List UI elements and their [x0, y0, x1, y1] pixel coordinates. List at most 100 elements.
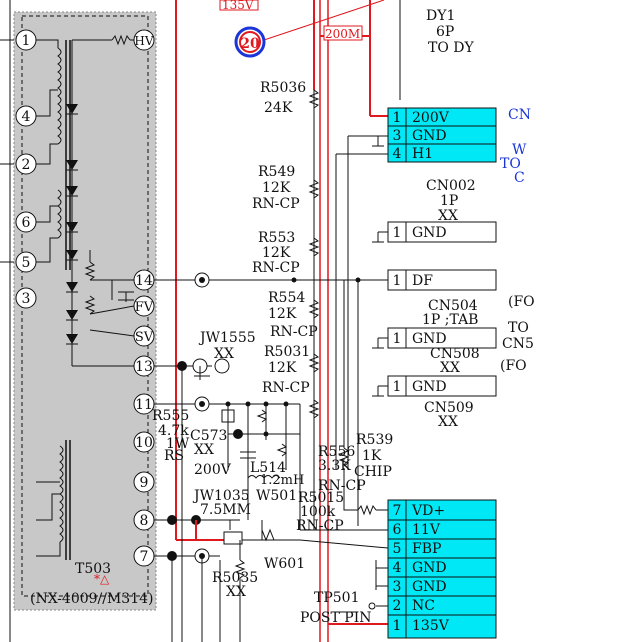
conn-pin-num: 4: [393, 560, 402, 576]
connector-bottom: 7 VD+ 6 11V 5 FBP 4 GND 3 GND 2 NC 1 135…: [387, 499, 497, 639]
r555-rating: 1W: [166, 436, 190, 452]
conn-pin-num: 1: [393, 379, 402, 395]
conn-pin-sig: FBP: [412, 541, 441, 557]
r553-ref: R553: [258, 230, 295, 246]
cn-side-label: W: [512, 142, 527, 158]
conn-pin-sig: GND: [412, 331, 447, 347]
r553-value: 12K: [262, 245, 291, 261]
hv-label: HV: [134, 34, 153, 48]
cn-side-label: TO: [500, 156, 521, 172]
pin-label: 7: [140, 549, 149, 565]
cn-side-label: TO: [508, 320, 529, 336]
r5015-note: RN-CP: [296, 518, 344, 534]
conn-pin-sig: GND: [412, 560, 447, 576]
conn-pin-num: 1: [393, 110, 402, 126]
connector-top: 1 200V 3 GND 4 H1 CN W TO C: [387, 107, 531, 186]
r554-value: 12K: [268, 306, 297, 322]
post-pin-label: POST PIN: [300, 610, 371, 626]
label-200m: 200M: [325, 27, 360, 41]
r554-ref: R554: [268, 290, 305, 306]
r556-value: 3.3K: [318, 458, 351, 474]
r549-ref: R549: [258, 164, 295, 180]
r5015-value: 100k: [300, 504, 336, 520]
pin-label: 14: [135, 273, 153, 289]
conn-pin-sig: DF: [412, 273, 433, 289]
resistor-r549: [308, 179, 320, 199]
conn-pin-sig: NC: [412, 598, 435, 614]
pin-label: 8: [140, 513, 149, 529]
jw1035-ref: JW1035: [192, 488, 250, 504]
cn002-pins: 1P: [440, 193, 458, 209]
transformer-pins-left: 1 4 2 6 5 3: [15, 29, 37, 309]
dy-pins: 6P: [436, 24, 454, 40]
r5035-value: XX: [226, 584, 246, 600]
r5031-ref: R5031: [264, 344, 310, 360]
r5031-note: RN-CP: [262, 380, 310, 396]
resistor-r554: [308, 299, 320, 319]
resistor-r5036: [308, 89, 320, 109]
cn002-value: XX: [438, 208, 458, 224]
conn-pin-num: 6: [393, 522, 402, 538]
r5036-value: 24K: [264, 100, 293, 116]
conn-pin-num: 5: [393, 541, 402, 557]
pin-label: 6: [22, 215, 31, 231]
r549-value: 12K: [262, 180, 291, 196]
pin-label: 2: [22, 157, 31, 173]
label-135v-top: 135V: [222, 0, 254, 12]
fv-label: FV: [135, 300, 154, 315]
resistor-r553: [308, 237, 320, 257]
pin-label: 3: [22, 291, 31, 307]
conn-pin-num: 1: [393, 273, 402, 289]
conn-pin-num: 4: [393, 146, 402, 162]
r554-note: RN-CP: [270, 324, 318, 340]
transformer-mark: *△: [94, 572, 110, 586]
pin-label: 5: [22, 255, 31, 271]
c573-ref: C573: [190, 428, 227, 444]
conn-pin-num: 1: [393, 225, 402, 241]
l514-ref: L514: [250, 460, 286, 476]
cn-side-label: C: [514, 170, 525, 186]
r5015-ref: R5015: [298, 490, 344, 506]
diode-stack: [66, 104, 78, 345]
transformer-t503: 1 4 2 6 5 3 HV 14 FV SV 13 11 10 9: [0, 0, 157, 642]
c573-value: XX: [194, 442, 214, 458]
pin-label: 11: [135, 397, 153, 413]
cn509-name: CN509: [424, 400, 474, 416]
conn-pin-num: 1: [393, 618, 402, 634]
conn-pin-num: 1: [393, 331, 402, 347]
cn504-name: CN504: [428, 298, 478, 314]
connector-cn508: CN508 XX 1 GND (FO: [372, 346, 527, 397]
connector-cn504: CN504 1P ;TAB 1 GND TO CN5: [372, 298, 534, 352]
cn-side-label: CN5: [502, 336, 534, 352]
connector-cn002: CN002 1P XX 1 GND: [372, 178, 497, 243]
r555-ref: R555: [152, 408, 189, 424]
conn-pin-sig: VD+: [411, 503, 445, 519]
tp501-ref: TP501: [314, 590, 359, 606]
conn-pin-sig: 11V: [412, 522, 441, 538]
conn-pin-sig: GND: [412, 379, 447, 395]
r539-note: CHIP: [354, 464, 392, 480]
r555-value: 4.7k: [158, 423, 189, 439]
conn-pin-sig: GND: [412, 128, 447, 144]
conn-pin-sig: GND: [412, 579, 447, 595]
connector-cn509: CN509 XX: [424, 400, 474, 430]
pin-label: 4: [22, 109, 31, 125]
conn-pin-sig: 200V: [412, 110, 450, 126]
r539-ref: R539: [356, 432, 393, 448]
transformer-shading: [13, 11, 157, 611]
r553-note: RN-CP: [252, 260, 300, 276]
conn-pin-sig: H1: [412, 146, 433, 162]
w601-ref: W601: [264, 556, 305, 572]
pin-label: 1: [22, 33, 31, 49]
jw1035-value: 7.5MM: [200, 502, 251, 518]
pin-label: 9: [140, 475, 149, 491]
resistor-r5031: [308, 353, 320, 373]
r5035-ref: R5035: [212, 570, 258, 586]
cn508-name: CN508: [430, 346, 480, 362]
r555-note: RS: [164, 448, 184, 464]
transformer-note: (NX-4009//M314): [30, 591, 154, 607]
label-200v-low: 200V: [194, 462, 232, 478]
cn-side-label: CN: [508, 107, 531, 123]
sv-label: SV: [135, 330, 154, 345]
